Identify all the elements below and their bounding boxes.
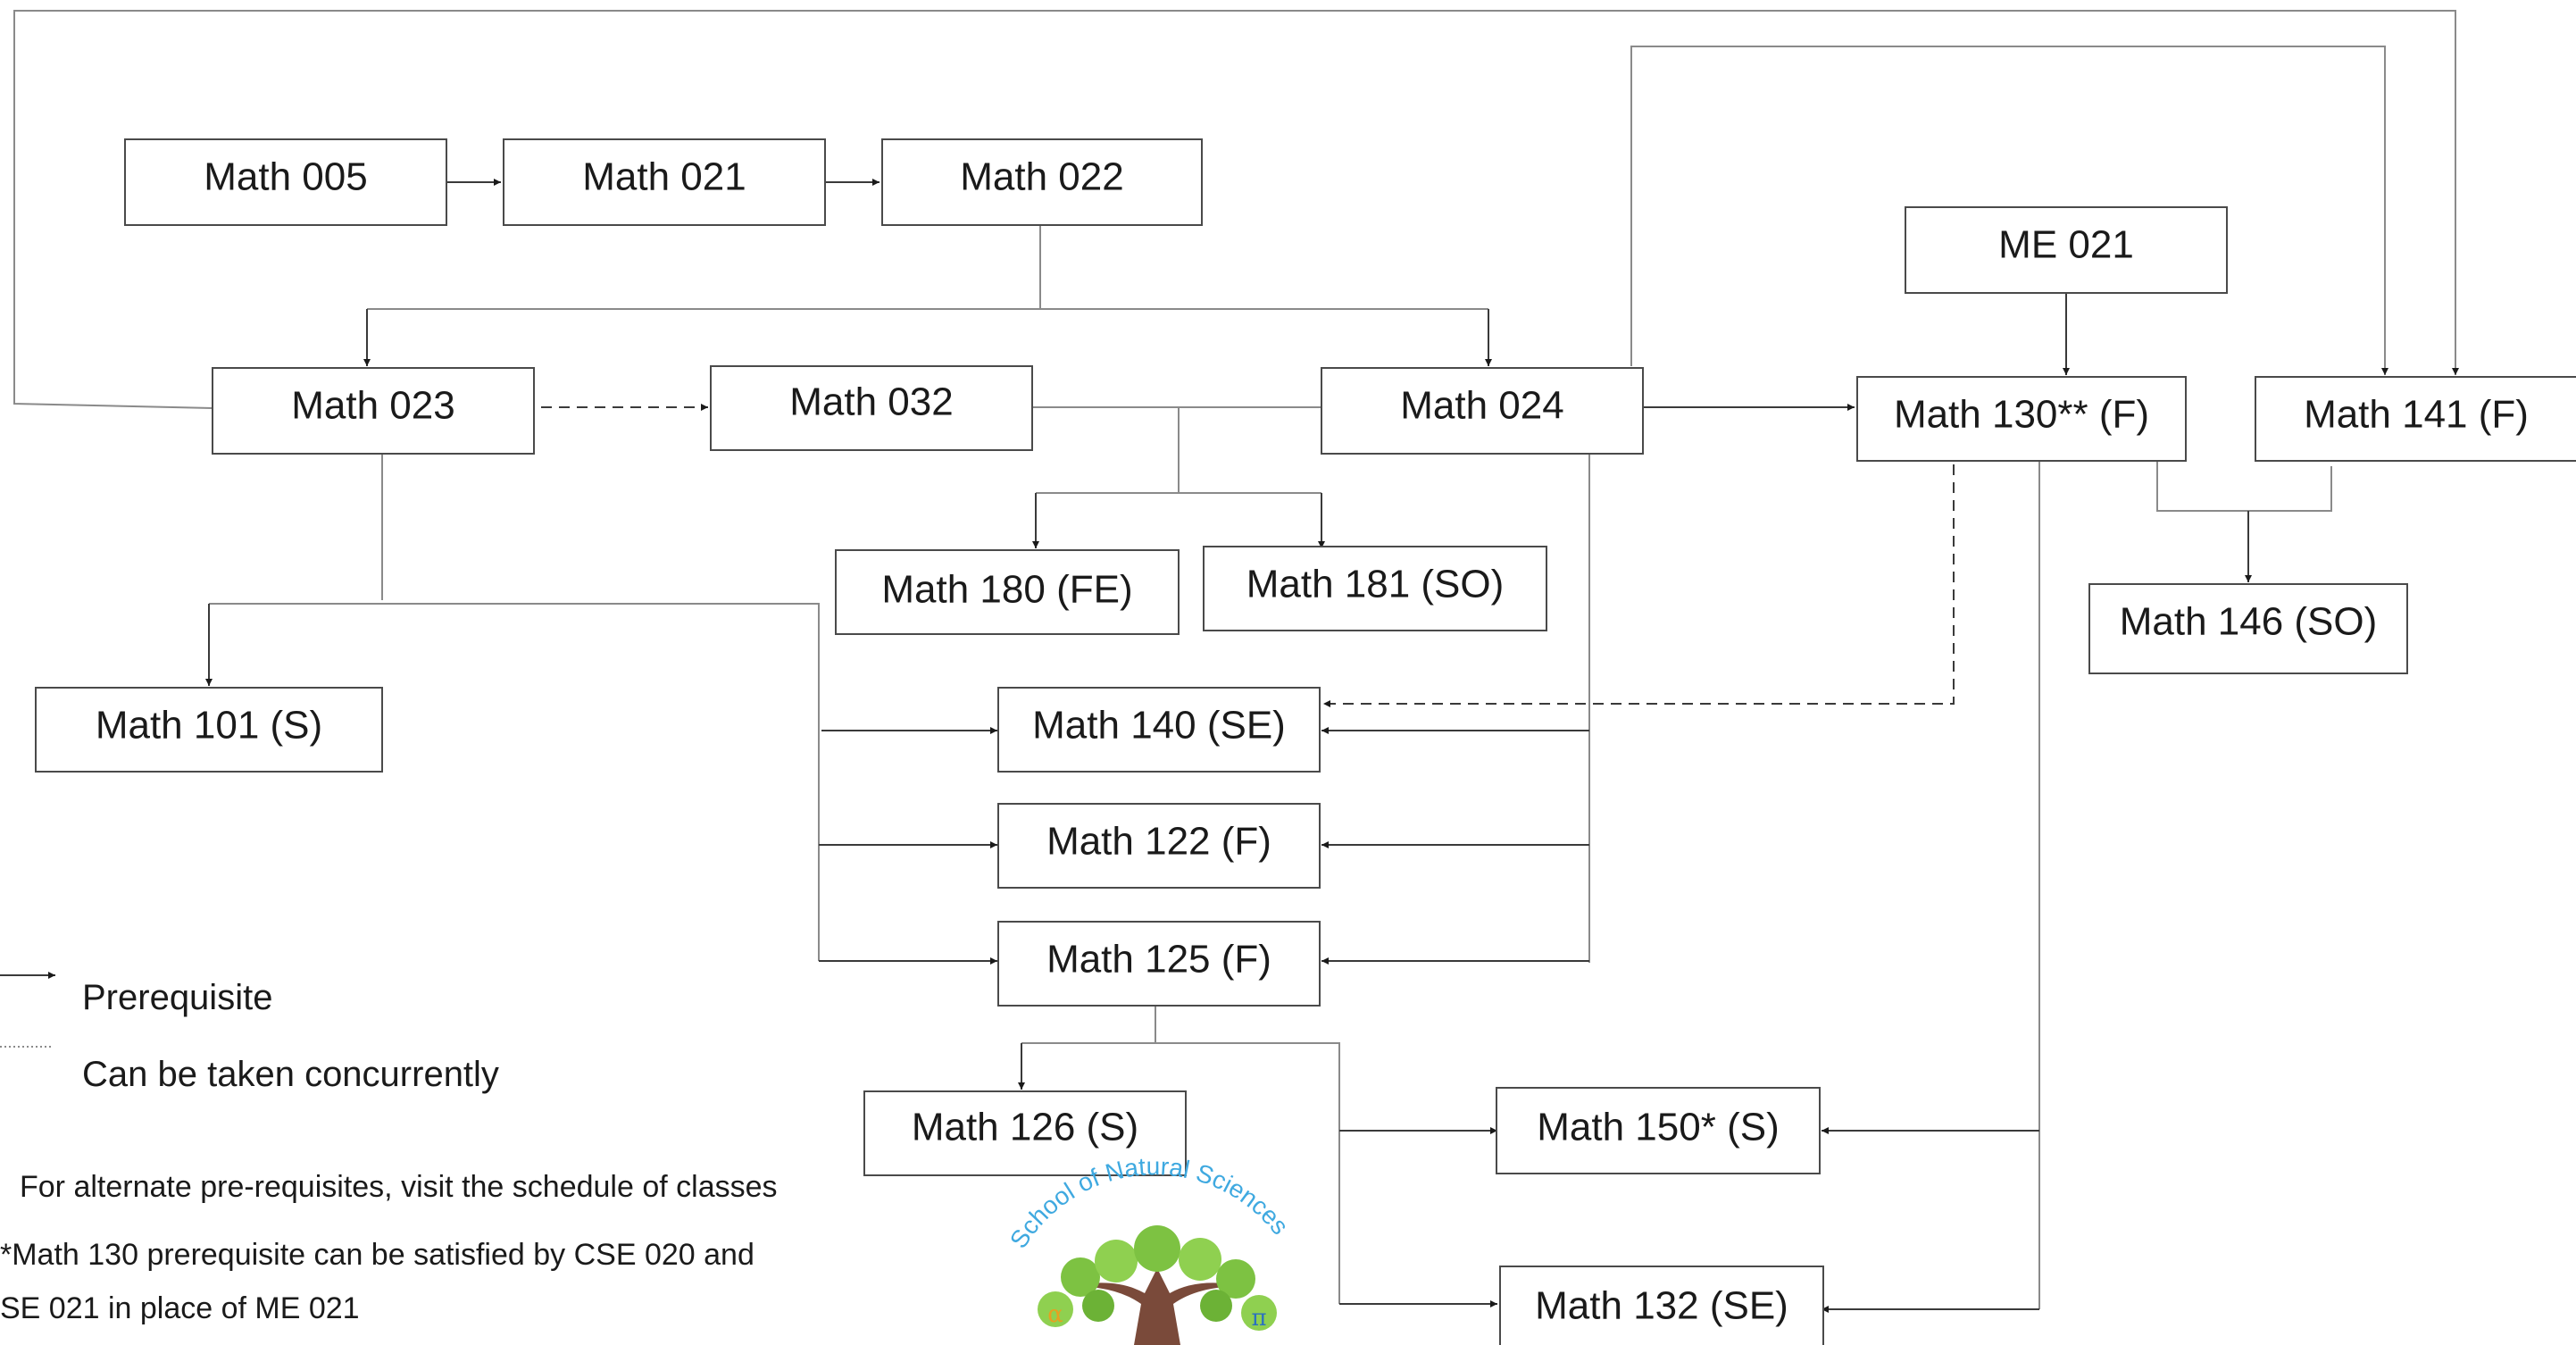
note-math130-line1: *Math 130 prerequisite can be satisfied … [0, 1238, 754, 1272]
svg-text:Math 150* (S): Math 150* (S) [1537, 1106, 1779, 1149]
svg-text:Math 032: Math 032 [789, 380, 953, 424]
svg-text:Math 125 (F): Math 125 (F) [1046, 938, 1271, 982]
course-math032: Math 032 [710, 365, 1033, 451]
edge-022-split [367, 225, 1488, 310]
svg-text:Math 021: Math 021 [582, 155, 746, 199]
course-math141: Math 141 (F) [2255, 376, 2576, 462]
course-math150: Math 150* (S) [1496, 1087, 1821, 1174]
legend: Prerequisite Can be taken concurrently [0, 972, 499, 1094]
tree-icon: α π [1038, 1225, 1277, 1345]
course-math023: Math 023 [212, 367, 535, 455]
course-math125: Math 125 (F) [997, 921, 1321, 1007]
course-math022: Math 022 [881, 138, 1203, 226]
course-me021: ME 021 [1905, 206, 2228, 294]
course-math130: Math 130** (F) [1856, 376, 2187, 462]
svg-text:Math 140 (SE): Math 140 (SE) [1032, 704, 1286, 748]
course-math101: Math 101 (S) [35, 687, 383, 773]
svg-text:Math 132 (SE): Math 132 (SE) [1535, 1284, 1788, 1328]
edge-125-down [1021, 1006, 1340, 1304]
course-math180: Math 180 (FE) [835, 549, 1180, 635]
edge-032-024-join [1032, 406, 1321, 494]
course-math181: Math 181 (SO) [1203, 546, 1547, 631]
school-logo: School of Natural Sciences α π [1005, 1152, 1294, 1345]
note-alternate-prerequisites: For alternate pre-requisites, visit the … [20, 1170, 778, 1204]
course-nodes: Math 005 Math 021 Math 022 Math 023 Math… [35, 138, 2576, 1345]
course-math146: Math 146 (SO) [2088, 583, 2408, 674]
svg-text:Math 022: Math 022 [960, 155, 1123, 199]
svg-text:Math 181 (SO): Math 181 (SO) [1246, 563, 1505, 606]
legend-concurrent-label: Can be taken concurrently [82, 1055, 499, 1094]
svg-text:α: α [1047, 1301, 1063, 1328]
svg-text:Math 146 (SO): Math 146 (SO) [2120, 600, 2378, 644]
edge-130-140-concurrent [1323, 464, 1955, 707]
svg-text:Math 141 (F): Math 141 (F) [2304, 393, 2529, 437]
svg-text:Math 126 (S): Math 126 (S) [912, 1106, 1138, 1149]
svg-text:Math 024: Math 024 [1400, 384, 1563, 428]
edge-023-141-outer [13, 10, 2459, 409]
course-math024: Math 024 [1321, 367, 1644, 455]
svg-text:π: π [1251, 1305, 1266, 1332]
svg-text:Math 130** (F): Math 130** (F) [1894, 393, 2149, 437]
concurrent-edges [541, 404, 1955, 707]
note-math130-line2: SE 021 in place of ME 021 [0, 1291, 360, 1325]
course-math126: Math 126 (S) [863, 1090, 1187, 1176]
course-math140: Math 140 (SE) [997, 687, 1321, 773]
edge-023-bus [209, 603, 820, 961]
course-math132: Math 132 (SE) [1499, 1266, 1824, 1345]
svg-text:Math 005: Math 005 [204, 155, 367, 199]
svg-text:Math 023: Math 023 [291, 384, 454, 428]
legend-prerequisite-label: Prerequisite [82, 978, 272, 1017]
svg-text:Math 180 (FE): Math 180 (FE) [881, 568, 1132, 612]
prerequisite-edges [13, 10, 2459, 1313]
course-math122: Math 122 (F) [997, 803, 1321, 889]
edge-130-141-merge [2156, 461, 2332, 512]
svg-text:Math 122 (F): Math 122 (F) [1046, 820, 1271, 864]
svg-text:ME 021: ME 021 [1998, 223, 2134, 267]
course-math021: Math 021 [503, 138, 826, 226]
svg-text:Math 101 (S): Math 101 (S) [96, 704, 322, 748]
course-math005: Math 005 [124, 138, 447, 226]
edge-024-141 [1630, 46, 2388, 375]
